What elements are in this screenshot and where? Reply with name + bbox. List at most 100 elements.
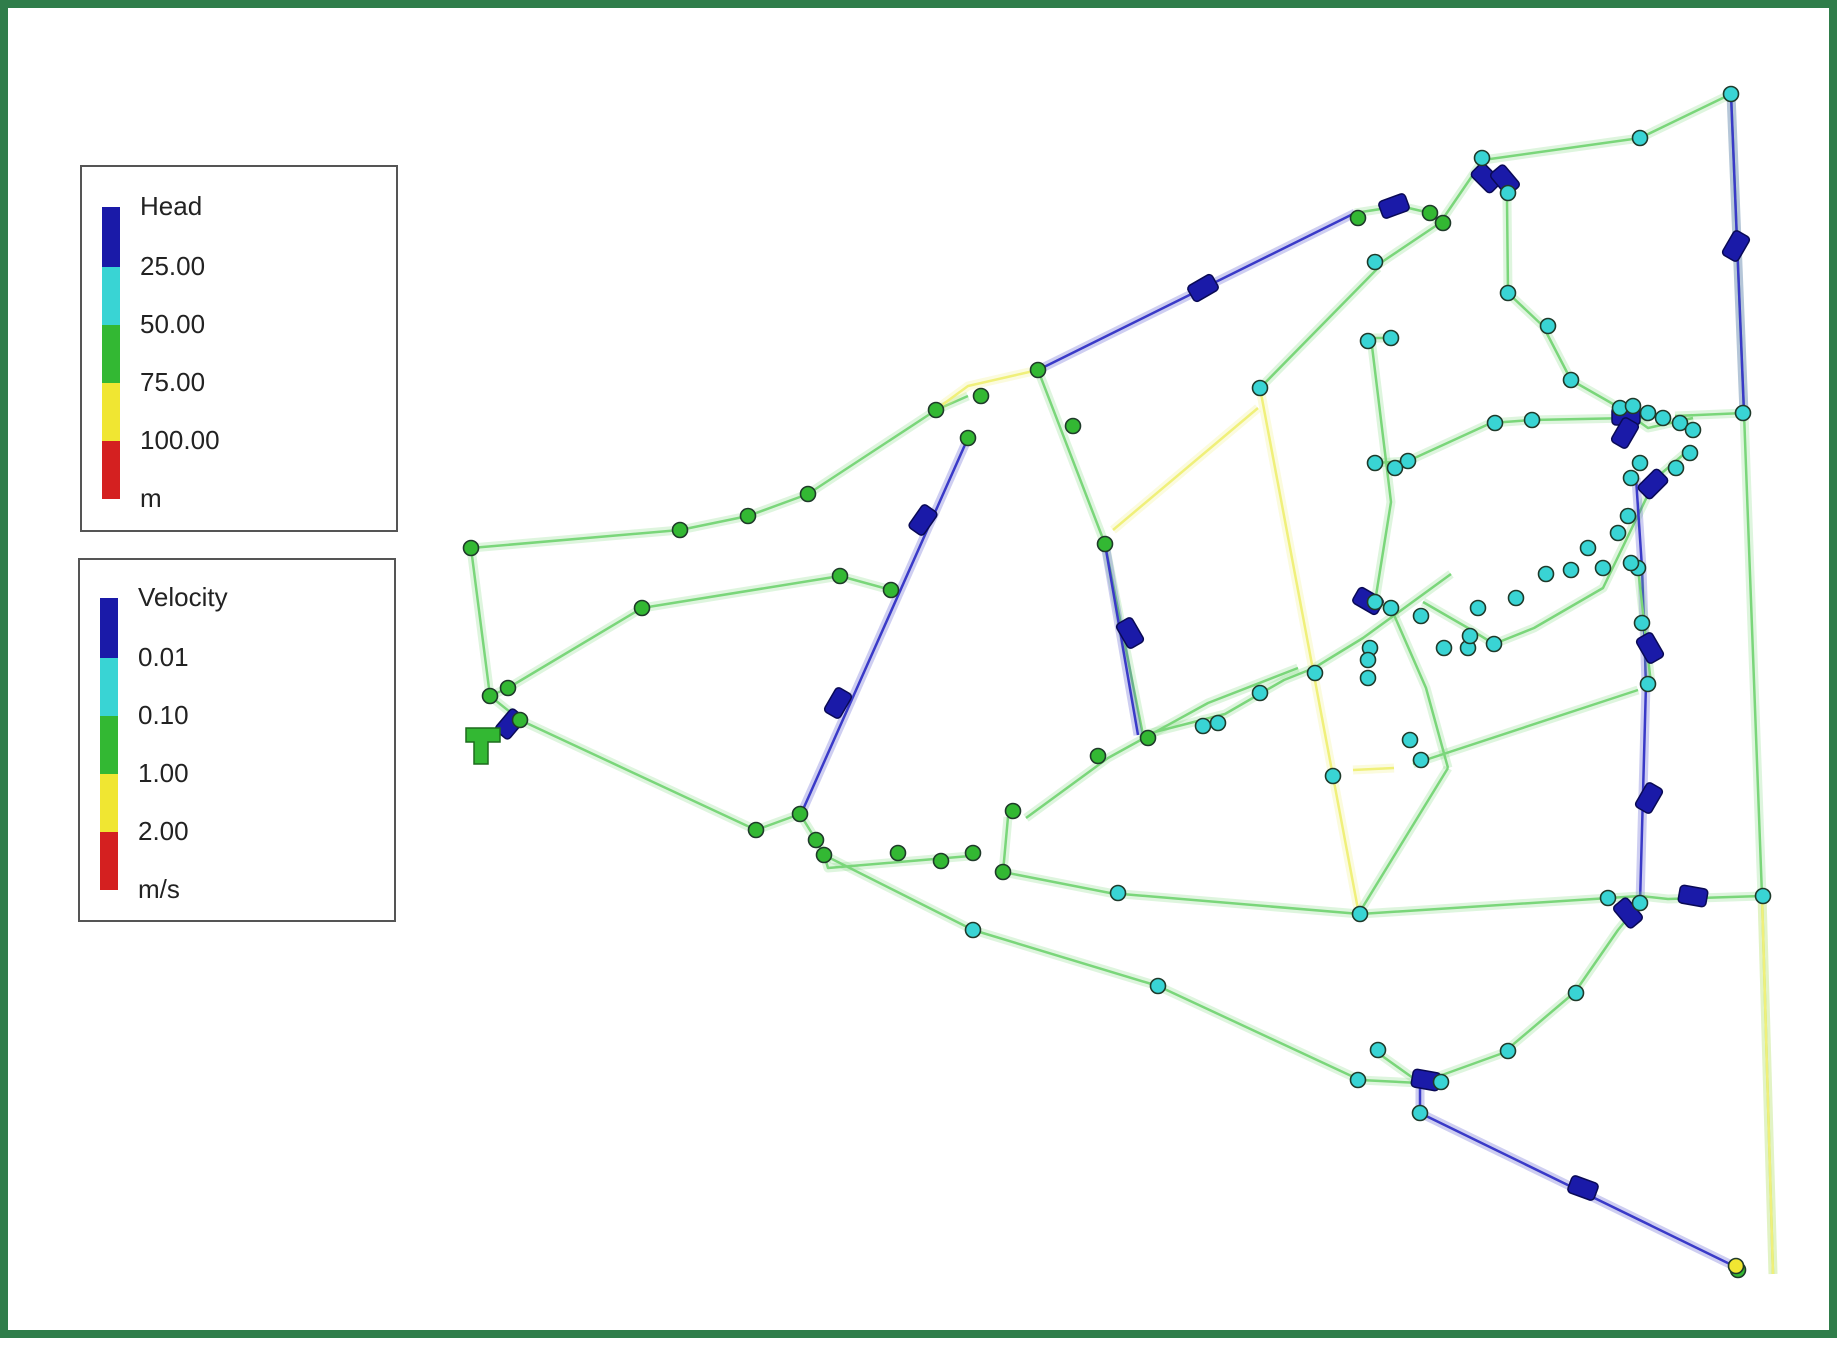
junction-node[interactable] [1401, 731, 1419, 749]
junction-node[interactable] [1149, 977, 1167, 995]
junction-node[interactable] [1619, 507, 1637, 525]
junction-node[interactable] [671, 521, 689, 539]
junction-node[interactable] [1633, 614, 1651, 632]
junction-node[interactable] [1435, 639, 1453, 657]
junction-node[interactable] [1469, 599, 1487, 617]
junction-node[interactable] [1486, 414, 1504, 432]
junction-node[interactable] [1096, 535, 1114, 553]
pipe[interactable] [1103, 543, 1140, 736]
valve-icon[interactable] [1637, 468, 1670, 501]
junction-node[interactable] [1004, 802, 1022, 820]
junction-node[interactable] [1622, 554, 1640, 572]
junction-node[interactable] [1754, 887, 1772, 905]
pipe[interactable] [1001, 816, 1010, 873]
junction-node[interactable] [964, 844, 982, 862]
junction-node[interactable] [633, 599, 651, 617]
pipe[interactable] [1352, 766, 1395, 772]
junction-node[interactable] [1631, 129, 1649, 147]
pipe[interactable] [1112, 407, 1259, 531]
junction-node[interactable] [889, 844, 907, 862]
junction-node[interactable] [511, 711, 529, 729]
junction-node[interactable] [1562, 561, 1580, 579]
junction-node[interactable] [1109, 884, 1127, 902]
pipe[interactable] [469, 547, 892, 698]
junction-node[interactable] [1624, 397, 1642, 415]
pipe[interactable] [489, 695, 971, 870]
junction-node[interactable] [1639, 404, 1657, 422]
pipe[interactable] [1258, 387, 1362, 921]
junction-node[interactable] [462, 539, 480, 557]
junction-node[interactable] [1539, 317, 1557, 335]
reservoir-icon[interactable] [465, 727, 501, 765]
junction-node[interactable] [1507, 589, 1525, 607]
junction-node[interactable] [1324, 767, 1342, 785]
junction-node[interactable] [1412, 751, 1430, 769]
junction-node[interactable] [1369, 1041, 1387, 1059]
valve-icon[interactable] [1610, 416, 1640, 449]
junction-node[interactable] [1349, 1071, 1367, 1089]
valve-icon[interactable] [908, 503, 939, 536]
junction-node[interactable] [1562, 371, 1580, 389]
junction-node[interactable] [499, 679, 517, 697]
valve-icon[interactable] [1567, 1175, 1599, 1201]
water-network-map[interactable] [8, 8, 1837, 1346]
junction-node[interactable] [972, 387, 990, 405]
pipe[interactable] [1354, 767, 1450, 919]
junction-node[interactable] [927, 401, 945, 419]
junction-node[interactable] [815, 846, 833, 864]
junction-node[interactable] [1609, 524, 1627, 542]
junction-node[interactable] [1631, 454, 1649, 472]
junction-node[interactable] [1412, 607, 1430, 625]
velocity-legend[interactable]: Velocity 0.01 0.10 1.00 2.00 m/s [78, 558, 396, 922]
junction-node[interactable] [1194, 717, 1212, 735]
junction-node[interactable] [1537, 565, 1555, 583]
junction-node[interactable] [481, 687, 499, 705]
junction-node[interactable] [1251, 379, 1269, 397]
junction-node[interactable] [964, 921, 982, 939]
junction-node[interactable] [1639, 675, 1657, 693]
junction-node[interactable] [1734, 404, 1752, 422]
junction-node[interactable] [1421, 204, 1439, 222]
junction-node[interactable] [882, 581, 900, 599]
junction-node[interactable] [1667, 459, 1685, 477]
junction-node[interactable] [1681, 444, 1699, 462]
junction-node[interactable] [831, 567, 849, 585]
pipe[interactable] [1674, 411, 1745, 418]
junction-node[interactable] [1461, 627, 1479, 645]
junction-node[interactable] [1567, 984, 1585, 1002]
junction-node[interactable] [1727, 1257, 1745, 1275]
junction-node[interactable] [1382, 329, 1400, 347]
junction-node[interactable] [932, 852, 950, 870]
valve-icon[interactable] [1634, 781, 1664, 814]
valve-icon[interactable] [1635, 631, 1665, 664]
pipe[interactable] [1418, 1083, 1739, 1270]
junction-node[interactable] [1399, 452, 1417, 470]
junction-node[interactable] [1064, 417, 1082, 435]
junction-node[interactable] [1366, 253, 1384, 271]
junction-node[interactable] [1359, 332, 1377, 350]
junction-node[interactable] [1349, 209, 1367, 227]
pipe[interactable] [1259, 267, 1379, 389]
pipe[interactable] [1369, 337, 1450, 769]
valve-icon[interactable] [1721, 229, 1751, 262]
pipe[interactable] [1412, 688, 1639, 766]
junction-node[interactable] [1599, 889, 1617, 907]
pipe[interactable] [823, 853, 1641, 1085]
junction-node[interactable] [1523, 411, 1541, 429]
junction-node[interactable] [799, 485, 817, 503]
junction-node[interactable] [1432, 1073, 1450, 1091]
junction-node[interactable] [1029, 361, 1047, 379]
junction-node[interactable] [791, 805, 809, 823]
valve-icon[interactable] [823, 686, 853, 719]
junction-node[interactable] [1594, 559, 1612, 577]
junction-node[interactable] [1499, 1042, 1517, 1060]
junction-node[interactable] [959, 429, 977, 447]
pipe[interactable] [1372, 92, 1775, 1275]
junction-node[interactable] [1382, 599, 1400, 617]
valve-icon[interactable] [1378, 193, 1410, 219]
junction-node[interactable] [1089, 747, 1107, 765]
junction-node[interactable] [1359, 669, 1377, 687]
junction-node[interactable] [1473, 149, 1491, 167]
pipe[interactable] [1760, 895, 1775, 1275]
junction-node[interactable] [994, 863, 1012, 881]
